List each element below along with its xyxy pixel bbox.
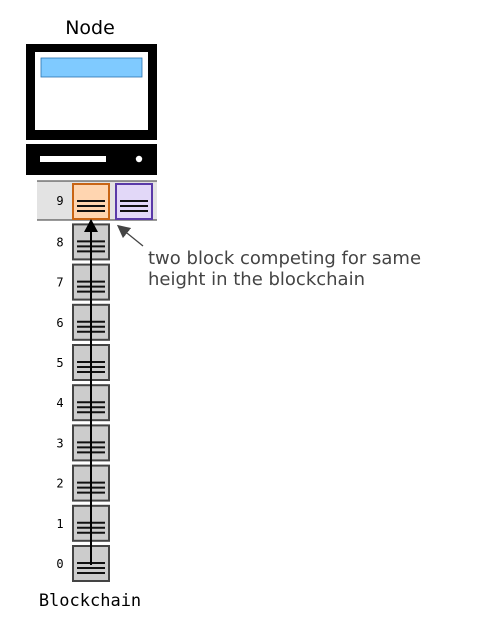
block-height-label: 5 <box>56 356 63 370</box>
fork-block-orange <box>72 183 110 220</box>
chain-blocks: 0 1 2 3 4 5 6 7 8 <box>56 223 110 582</box>
blockchain-label: Blockchain <box>39 591 141 611</box>
block-height-label: 7 <box>56 276 63 290</box>
node-label: Node <box>65 17 115 39</box>
monitor-screen-bar <box>40 57 143 78</box>
power-light-icon <box>135 155 143 163</box>
block-height-label: 1 <box>56 517 63 531</box>
block-height-label: 4 <box>56 396 63 410</box>
fork-block-purple <box>115 183 153 220</box>
block-height-label: 3 <box>56 436 63 450</box>
node-computer-icon <box>26 44 157 175</box>
fork-height-label: 9 <box>56 194 63 208</box>
annotation-arrow <box>116 224 144 247</box>
annotation-line-2: height in the blockchain <box>148 269 365 290</box>
block-height-label: 6 <box>56 316 63 330</box>
block-height-label: 2 <box>56 477 63 491</box>
drive-slot <box>40 156 106 162</box>
block-height-label: 0 <box>56 557 63 571</box>
block-height-label: 8 <box>56 235 63 249</box>
chain-arrowhead-icon <box>84 219 98 232</box>
annotation-line-1: two block competing for same <box>148 248 421 269</box>
